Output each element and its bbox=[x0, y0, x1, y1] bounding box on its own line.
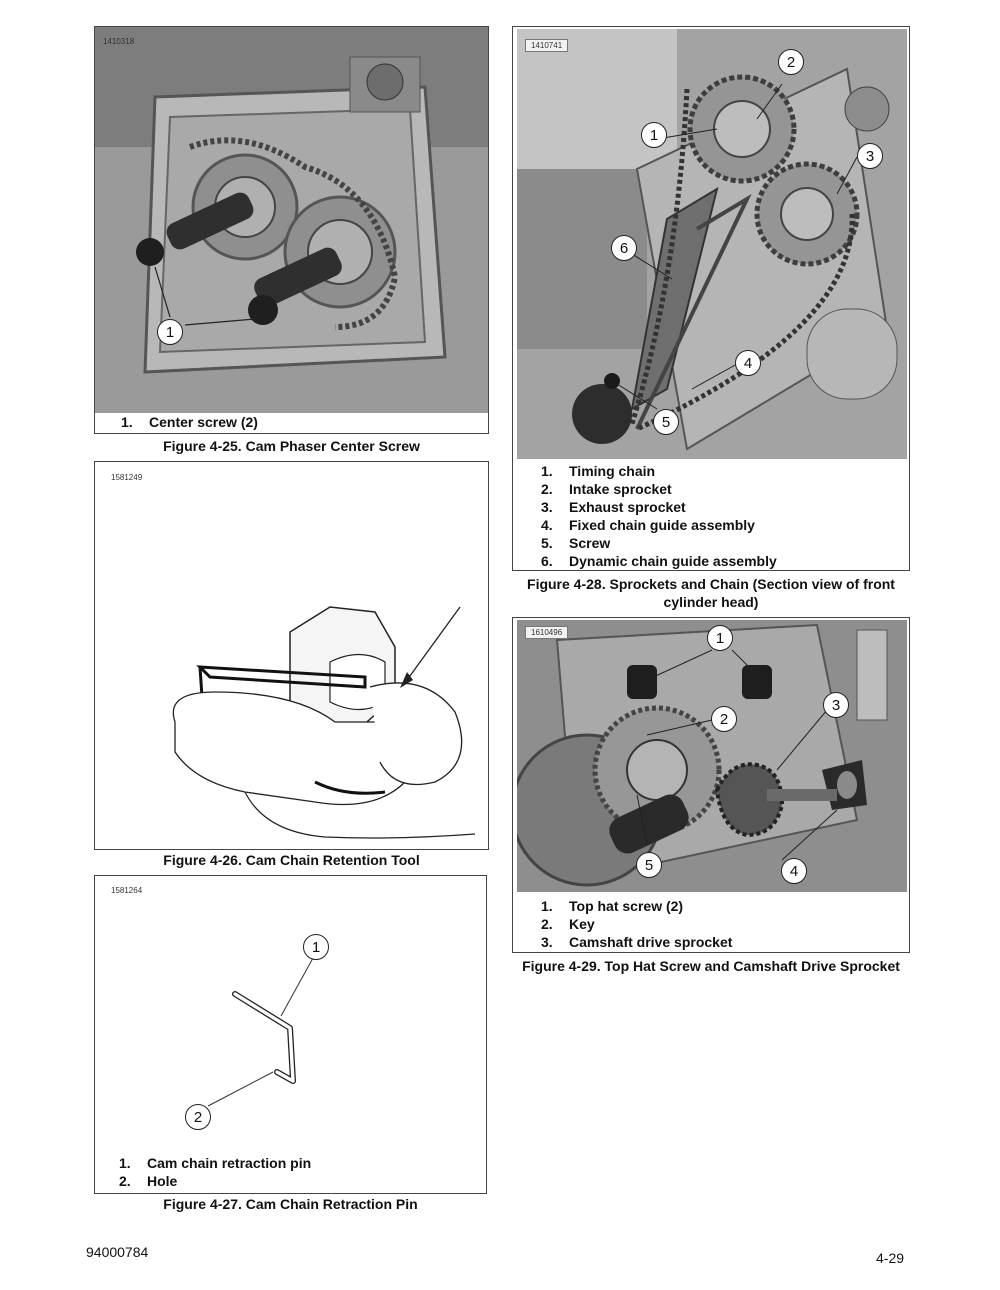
figure-caption: Figure 4-25. Cam Phaser Center Screw bbox=[163, 438, 420, 454]
figure-4-25-box: 1410318 1 1. Center screw (2) bbox=[94, 26, 489, 434]
callout-2: 2 bbox=[711, 706, 737, 732]
figure-caption: Figure 4-27. Cam Chain Retraction Pin bbox=[163, 1196, 418, 1212]
legend-item: 1. Cam chain retraction pin bbox=[119, 1155, 312, 1171]
legend: 1.Top hat screw (2) 2.Key 3.Camshaft dri… bbox=[541, 897, 732, 951]
figure-4-29-box: 1610496 1 2 3 4 5 1.Top hat screw (2) 2.… bbox=[512, 617, 910, 953]
top-hat-screw-photo bbox=[517, 620, 907, 892]
legend: 1. Cam chain retraction pin 2. Hole bbox=[119, 1154, 311, 1190]
figure-4-27-box: 1581264 1 2 1. Cam chain retraction pin … bbox=[94, 875, 487, 1194]
callout-5: 5 bbox=[653, 409, 679, 435]
figure-id: 1410741 bbox=[525, 39, 569, 52]
callout-3: 3 bbox=[823, 692, 849, 718]
legend-item: 1.Top hat screw (2) bbox=[541, 898, 684, 914]
legend-item: 6.Dynamic chain guide assembly bbox=[541, 553, 777, 569]
sprockets-and-chain-photo bbox=[517, 29, 907, 459]
document-number: 94000784 bbox=[86, 1244, 149, 1260]
legend: 1. Center screw (2) bbox=[121, 413, 258, 431]
figure-caption: Figure 4-29. Top Hat Screw and Camshaft … bbox=[522, 958, 900, 974]
figure-4-28-box: 1410741 1 2 3 4 5 6 1.Timing chain 2.Int… bbox=[512, 26, 910, 571]
legend-item: 2.Key bbox=[541, 916, 595, 932]
cam-chain-retraction-pin-drawing bbox=[95, 876, 486, 1193]
cam-phaser-photo bbox=[95, 27, 488, 413]
callout-2: 2 bbox=[185, 1104, 211, 1130]
legend-item: 5.Screw bbox=[541, 535, 611, 551]
callout-4: 4 bbox=[735, 350, 761, 376]
figure-4-26-box: 1581249 bbox=[94, 461, 489, 850]
callout-3: 3 bbox=[857, 143, 883, 169]
legend-item: 3.Camshaft drive sprocket bbox=[541, 934, 733, 950]
caption-line: cylinder head) bbox=[663, 594, 759, 610]
callout-5: 5 bbox=[636, 852, 662, 878]
callout-1: 1 bbox=[707, 625, 733, 651]
figure-id: 1410318 bbox=[103, 37, 135, 46]
figure-caption: Figure 4-28. Sprockets and Chain (Sectio… bbox=[512, 575, 910, 611]
callout-1: 1 bbox=[157, 319, 183, 345]
figure-caption: Figure 4-26. Cam Chain Retention Tool bbox=[163, 852, 420, 868]
figure-id: 1581264 bbox=[111, 886, 143, 895]
legend-item: 2. Hole bbox=[119, 1173, 178, 1189]
callout-1: 1 bbox=[641, 122, 667, 148]
callout-6: 6 bbox=[611, 235, 637, 261]
legend-item: 2.Intake sprocket bbox=[541, 481, 672, 497]
figure-id: 1610496 bbox=[525, 626, 569, 639]
callout-2: 2 bbox=[778, 49, 804, 75]
legend-item: 1. Center screw (2) bbox=[121, 414, 258, 430]
cam-chain-retention-tool-drawing bbox=[95, 462, 488, 849]
callout-4: 4 bbox=[781, 858, 807, 884]
callout-1: 1 bbox=[303, 934, 329, 960]
legend-item: 3.Exhaust sprocket bbox=[541, 499, 686, 515]
caption-line: Figure 4-28. Sprockets and Chain (Sectio… bbox=[527, 576, 895, 592]
page-number: 4-29 bbox=[876, 1250, 905, 1266]
legend: 1.Timing chain 2.Intake sprocket 3.Exhau… bbox=[541, 462, 777, 570]
legend-item: 1.Timing chain bbox=[541, 463, 656, 479]
figure-id: 1581249 bbox=[111, 473, 143, 482]
legend-item: 4.Fixed chain guide assembly bbox=[541, 517, 755, 533]
